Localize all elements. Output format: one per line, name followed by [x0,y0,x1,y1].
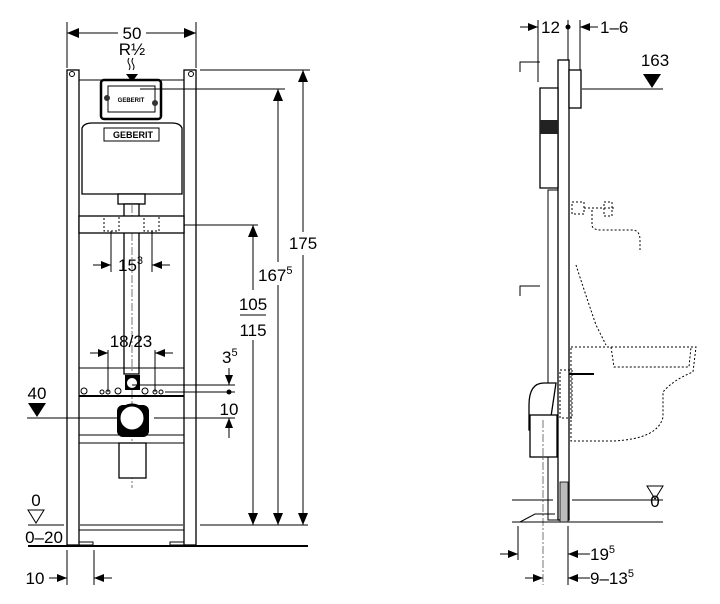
flush-pipe [123,203,140,375]
floor-level-label: 0 [31,491,40,510]
width-dimension-label: 50 [123,24,142,43]
water-supply-icon [127,57,135,71]
drain-pipe [118,442,147,479]
cistern-side [539,87,559,189]
front-view: 50 R½ GEBERIT GEBERIT 153 [25,22,317,588]
depth-label: 12 [541,18,560,37]
supply-height-b-label: 115 [239,321,266,340]
cistern-logo: GEBERIT [113,130,154,140]
side-view: 12 1–6 163 0 [500,18,697,588]
floor-level-icon [27,509,45,524]
drain-pipe-side [529,414,558,458]
foot-offset-label: 10 [26,569,45,588]
wall-gap-label: 1–6 [600,18,628,37]
toilet-bowl-outline [570,346,697,442]
depth-19-label: 195 [590,544,615,564]
fixing-spacing-label: 18/23 [110,332,153,351]
offset-10-label: 10 [220,400,239,419]
total-height-label: 175 [289,234,317,253]
level-marker-icon [28,403,46,417]
outlet-height-label: 40 [28,384,47,403]
supply-crossbar [78,215,185,234]
fixing-holes [80,387,164,395]
supply-height-a-label: 105 [239,295,267,314]
side-floor-level-label: 0 [650,492,659,511]
flush-plate [99,78,163,121]
side-floor-level-icon [646,485,664,500]
offset-small-label: 35 [222,347,238,367]
side-frame-post [557,59,570,521]
depth-9-13-label: 9–135 [590,568,634,588]
connection-size-label: R½ [119,40,145,59]
supply-spacing-label: 153 [118,255,143,275]
flush-plate-side [568,69,582,109]
flush-height-label: 1675 [258,265,293,285]
flush-plate-logo: GEBERIT [118,98,145,104]
frame-post-right [183,69,197,546]
flush-height-side-label: 163 [641,51,669,70]
frame-post-left [66,69,80,546]
floor-range-label: 0–20 [25,528,63,547]
